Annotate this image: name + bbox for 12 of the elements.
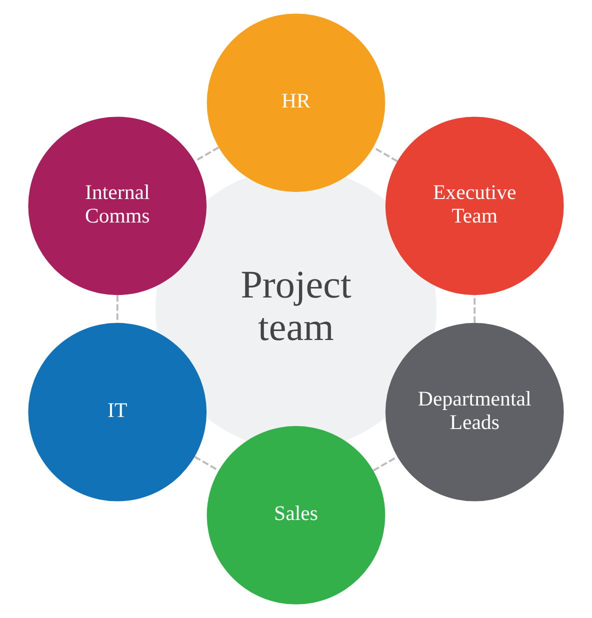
node-circle: Departmental Leads [385,322,564,502]
connector [194,146,220,162]
connector [116,295,118,323]
node-circle: Executive Team [385,116,564,296]
node-circle: Sales [206,426,386,604]
node-circle: Internal Comms [28,116,207,296]
node-circle: HR [206,14,386,192]
connector [194,456,220,472]
connector [372,456,398,472]
connector [372,146,398,162]
connector [474,295,476,323]
node-circle: IT [28,322,207,502]
